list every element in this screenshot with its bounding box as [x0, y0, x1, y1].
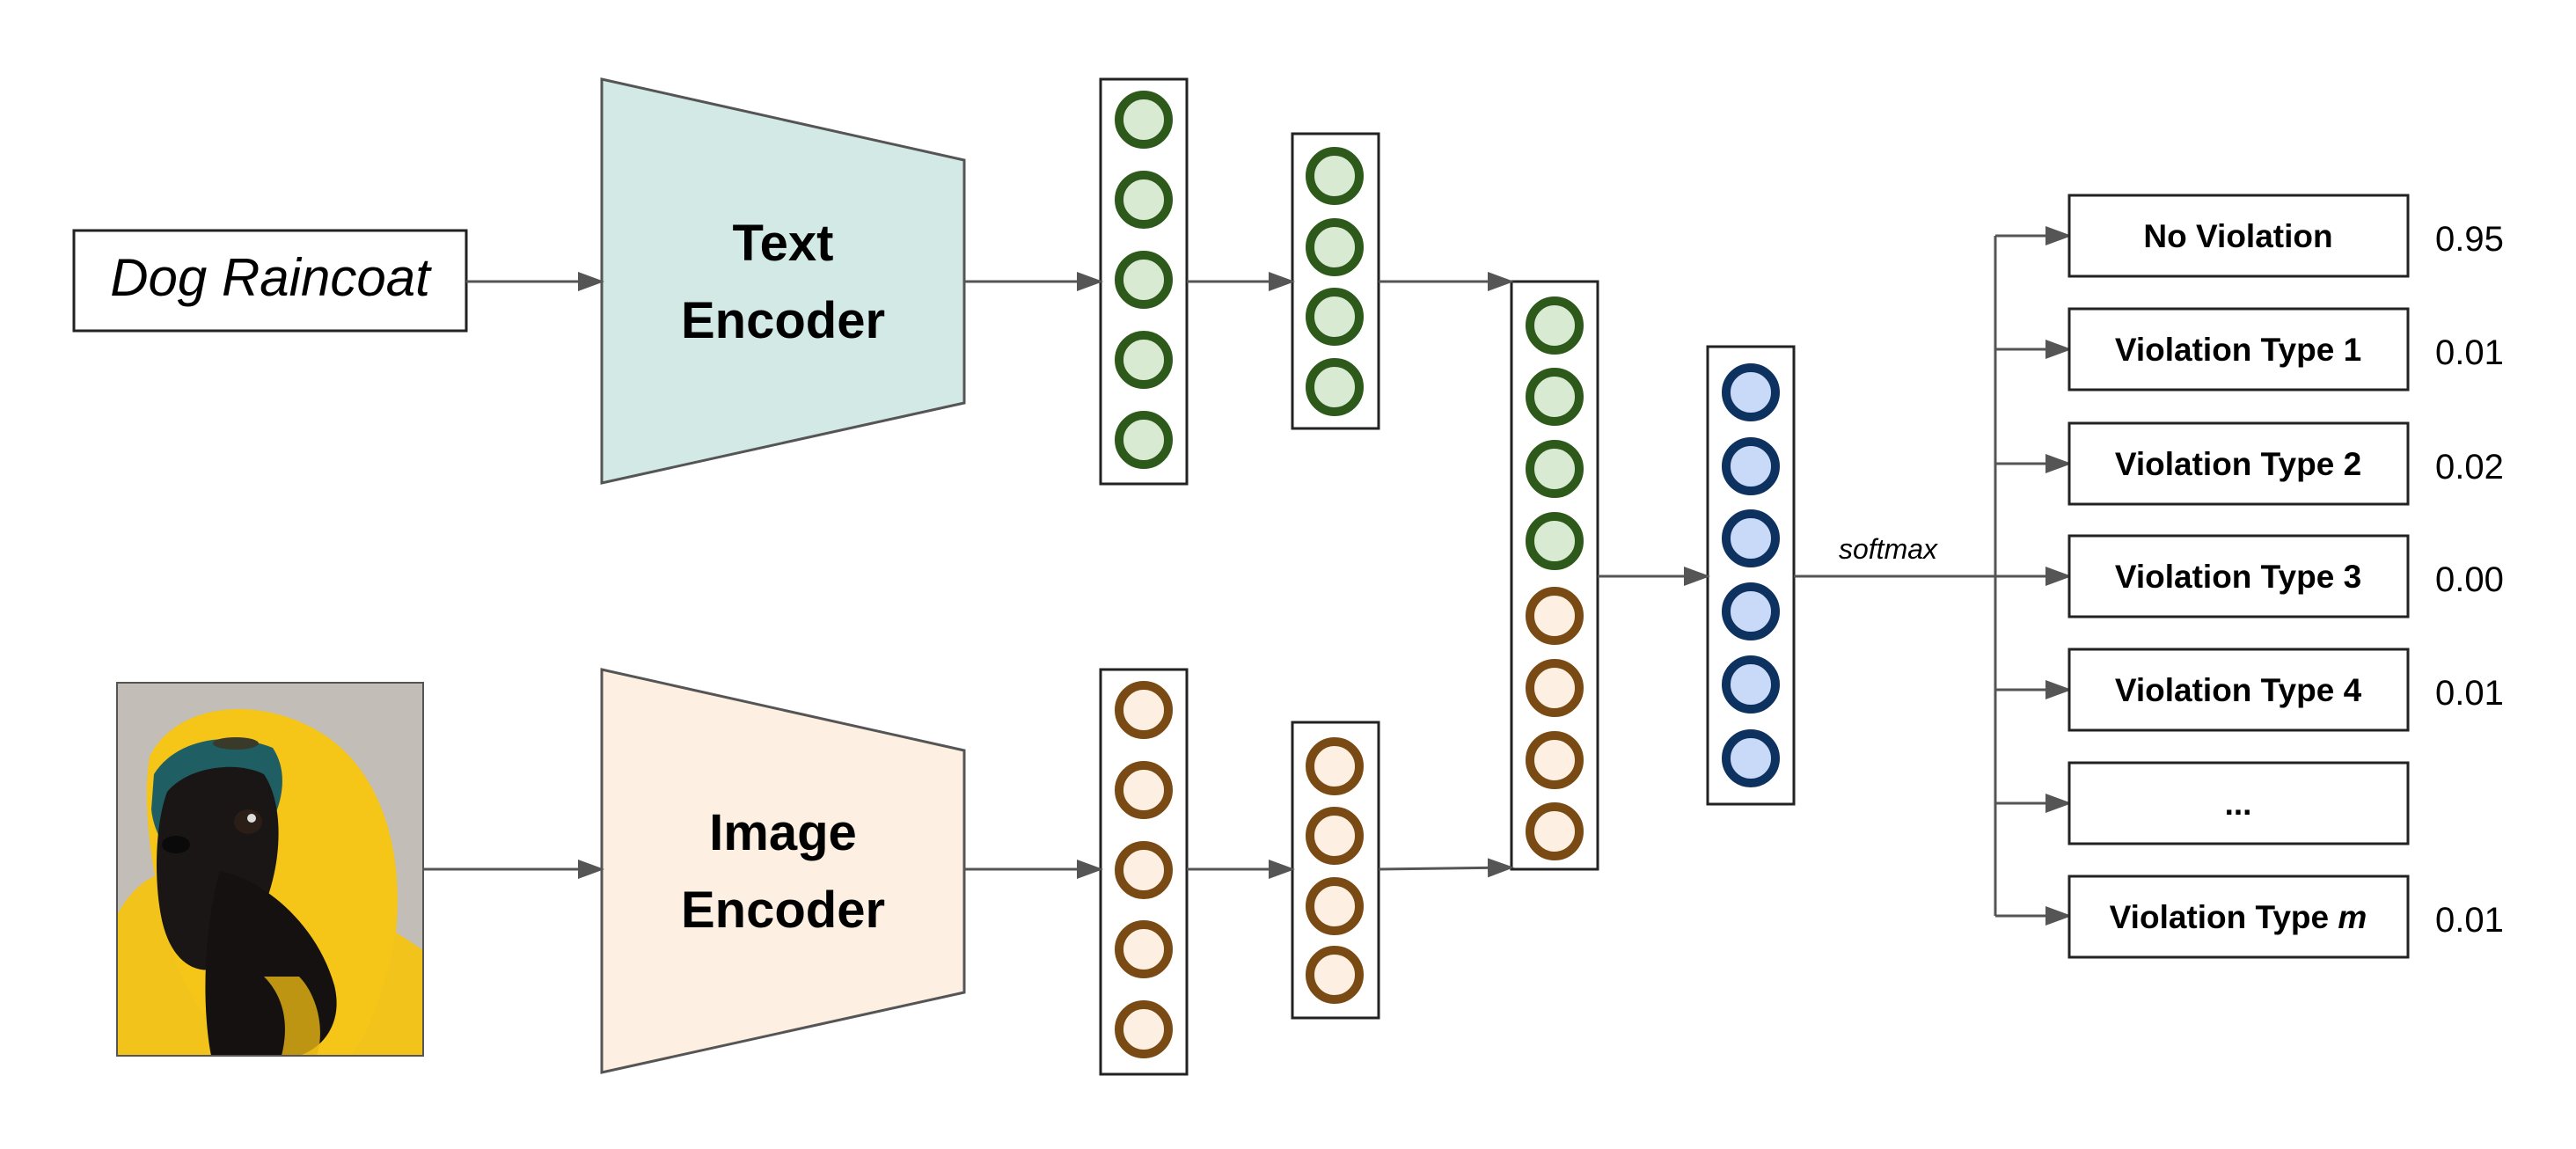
image-embedding-vector: [1099, 668, 1189, 1076]
output-probability: 0.01: [2435, 674, 2504, 713]
output-class-label: Violation Type m: [2110, 899, 2367, 935]
output-probability: 0.00: [2435, 560, 2504, 599]
neuron: [1722, 437, 1780, 495]
text-input-label: Dog Raincoat: [110, 248, 432, 307]
neuron: [1115, 920, 1173, 978]
output-class-label: Violation Type 4: [2115, 672, 2362, 708]
dog-photo-image: [116, 682, 424, 1057]
output-probability: 0.01: [2435, 333, 2504, 372]
text-encoder-label-line1: Text: [733, 215, 834, 272]
neuron: [1306, 807, 1364, 865]
neuron: [1526, 659, 1584, 717]
output-class-label-prefix: Violation Type: [2110, 899, 2338, 935]
text-encoder: Text Encoder: [600, 77, 966, 485]
neuron: [1115, 411, 1173, 469]
neuron: [1722, 363, 1780, 421]
output-class-label: No Violation: [2143, 218, 2332, 254]
neuron: [1306, 358, 1364, 416]
neuron: [1306, 288, 1364, 346]
output-row: ...: [2067, 761, 2410, 845]
image-encoder: Image Encoder: [600, 668, 966, 1074]
neuron: [1526, 512, 1584, 570]
output-row: Violation Type m 0.01: [2067, 875, 2504, 959]
neuron: [1115, 1000, 1173, 1058]
text-input-box: Dog Raincoat: [72, 229, 468, 333]
neuron: [1526, 587, 1584, 645]
neuron: [1526, 731, 1584, 789]
neuron: [1306, 946, 1364, 1004]
neuron: [1526, 440, 1584, 498]
output-row: No Violation 0.95: [2067, 194, 2504, 278]
output-probability: 0.01: [2435, 901, 2504, 940]
neuron: [1526, 296, 1584, 355]
neuron: [1526, 368, 1584, 426]
output-probability: 0.95: [2435, 220, 2504, 259]
concatenated-vector: [1510, 280, 1599, 871]
neuron: [1306, 737, 1364, 795]
image-encoder-label-line1: Image: [709, 804, 857, 861]
text-projection-vector: [1291, 132, 1380, 430]
output-class-label: Violation Type 2: [2115, 446, 2361, 482]
neuron: [1115, 841, 1173, 899]
neuron: [1115, 681, 1173, 739]
arrow: [1378, 858, 1514, 878]
neuron: [1115, 251, 1173, 309]
neuron: [1115, 761, 1173, 819]
neuron: [1115, 171, 1173, 229]
neuron: [1115, 331, 1173, 389]
softmax-label: softmax: [1839, 533, 1938, 565]
neuron: [1722, 582, 1780, 640]
output-row: Violation Type 1 0.01: [2067, 307, 2504, 392]
neuron: [1306, 877, 1364, 935]
output-row: Violation Type 4 0.01: [2067, 648, 2504, 732]
output-class-label: Violation Type 1: [2115, 332, 2361, 368]
neuron: [1722, 509, 1780, 567]
text-encoder-label-line2: Encoder: [681, 292, 885, 349]
neuron: [1526, 802, 1584, 860]
output-class-label: ...: [2225, 786, 2252, 822]
output-row: Violation Type 2 0.02: [2067, 421, 2504, 506]
image-projection-vector: [1291, 721, 1380, 1020]
output-class-label-suffix: m: [2338, 899, 2367, 935]
neuron: [1722, 729, 1780, 787]
output-probability: 0.02: [2435, 448, 2504, 487]
hidden-layer-vector: [1706, 345, 1796, 806]
output-class-label: Violation Type 3: [2115, 559, 2361, 595]
connector-arrows: [423, 226, 2072, 926]
image-encoder-label-line2: Encoder: [681, 882, 885, 939]
neuron: [1306, 218, 1364, 276]
neuron: [1115, 91, 1173, 149]
text-embedding-vector: [1099, 77, 1189, 486]
output-row: Violation Type 3 0.00: [2067, 534, 2504, 618]
neuron: [1722, 655, 1780, 714]
neuron: [1306, 147, 1364, 205]
